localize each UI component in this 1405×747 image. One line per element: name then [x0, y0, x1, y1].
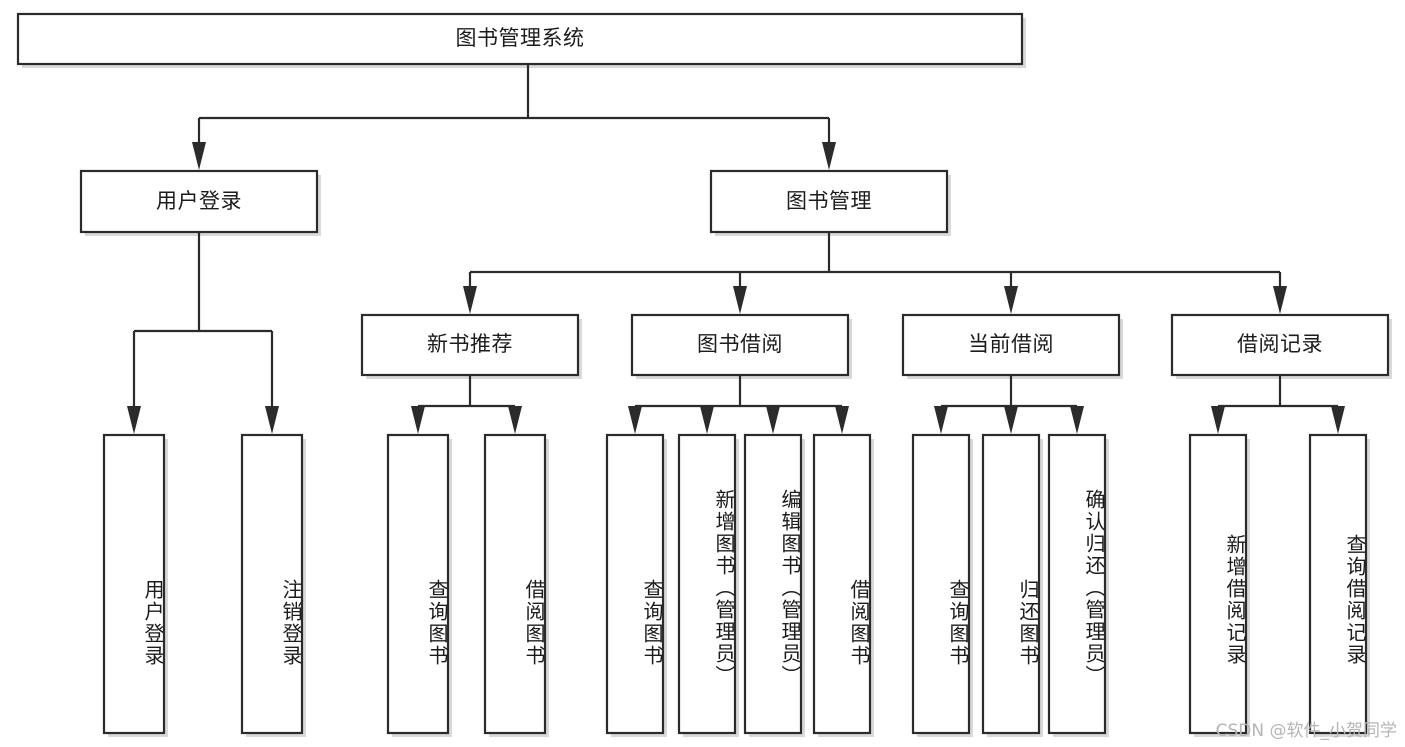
connector-borrow-record-to-leaves [1211, 375, 1345, 434]
node-root[interactable] [16, 12, 1026, 68]
arrow-head-leaf-query-book-1 [411, 406, 425, 434]
node-leaf-logout-box[interactable] [240, 433, 304, 735]
node-leaf-add-record-box[interactable] [1188, 433, 1248, 735]
arrow-head-current-borrow [1004, 286, 1018, 314]
arrow-head-user-login [192, 142, 206, 170]
node-leaf-borrow-book-1-box[interactable] [483, 433, 547, 735]
arrow-head-book-borrow [733, 286, 747, 314]
arrow-head-leaf-borrow-book-2 [835, 406, 849, 434]
arrow-head-new-book-rec [463, 286, 477, 314]
node-book-manage[interactable] [709, 169, 951, 236]
connector-root-to-level2 [192, 64, 836, 170]
node-leaf-logout[interactable] [240, 433, 306, 737]
node-leaf-borrow-book-2-box[interactable] [812, 433, 872, 735]
node-leaf-confirm-return-box[interactable] [1047, 433, 1107, 735]
node-leaf-edit-book-box[interactable] [743, 433, 803, 735]
connector-book-manage-to-level3 [463, 232, 1287, 314]
node-leaf-return-book[interactable] [981, 433, 1043, 737]
node-leaf-query-book-2-box[interactable] [605, 433, 665, 735]
node-new-book-rec[interactable] [360, 313, 582, 379]
arrow-head-leaf-query-book-3 [934, 406, 948, 434]
node-leaf-query-record-box[interactable] [1308, 433, 1368, 735]
arrow-head-leaf-add-record [1211, 406, 1225, 434]
arrow-head-leaf-return-book [1004, 406, 1018, 434]
connector-current-borrow-to-leaves [934, 375, 1084, 434]
node-leaf-add-book-box[interactable] [677, 433, 737, 735]
node-leaf-query-book-3-box[interactable] [911, 433, 971, 735]
node-root-box[interactable] [16, 12, 1024, 66]
node-leaf-confirm-return[interactable] [1047, 433, 1109, 737]
arrow-head-borrow-record [1273, 286, 1287, 314]
arrow-head-leaf-query-record [1331, 406, 1345, 434]
node-leaf-edit-book[interactable] [743, 433, 805, 737]
node-book-borrow[interactable] [630, 313, 852, 379]
node-user-login[interactable] [79, 169, 321, 236]
node-leaf-user-login[interactable] [102, 433, 168, 737]
node-new-book-rec-box[interactable] [360, 313, 580, 377]
arrow-head-book-manage [822, 142, 836, 170]
arrow-head-leaf-query-book-2 [628, 406, 642, 434]
node-leaf-borrow-book-2[interactable] [812, 433, 874, 737]
connector-book-borrow-to-leaves [628, 375, 849, 434]
node-leaf-query-book-1[interactable] [386, 433, 452, 737]
node-book-borrow-box[interactable] [630, 313, 850, 377]
node-current-borrow[interactable] [901, 313, 1123, 379]
node-leaf-query-book-2[interactable] [605, 433, 667, 737]
node-leaf-borrow-book-1[interactable] [483, 433, 549, 737]
node-leaf-add-record[interactable] [1188, 433, 1250, 737]
arrow-head-leaf-edit-book [766, 406, 780, 434]
node-leaf-query-book-3[interactable] [911, 433, 973, 737]
connector-new-book-rec-to-leaves [411, 375, 522, 434]
node-leaf-query-book-1-box[interactable] [386, 433, 450, 735]
node-leaf-return-book-box[interactable] [981, 433, 1041, 735]
arrow-head-leaf-add-book [700, 406, 714, 434]
node-book-manage-box[interactable] [709, 169, 949, 234]
node-leaf-add-book[interactable] [677, 433, 739, 737]
arrow-head-leaf-user-login [127, 406, 141, 434]
node-user-login-box[interactable] [79, 169, 319, 234]
node-borrow-record[interactable] [1170, 313, 1392, 379]
node-borrow-record-box[interactable] [1170, 313, 1390, 377]
node-current-borrow-box[interactable] [901, 313, 1121, 377]
arrow-head-leaf-confirm-return [1070, 406, 1084, 434]
connector-user-login-to-leaves [127, 232, 279, 434]
arrow-head-leaf-logout [265, 406, 279, 434]
node-leaf-query-record[interactable] [1308, 433, 1370, 737]
arrow-head-leaf-borrow-book-1 [508, 406, 522, 434]
node-leaf-user-login-box[interactable] [102, 433, 166, 735]
